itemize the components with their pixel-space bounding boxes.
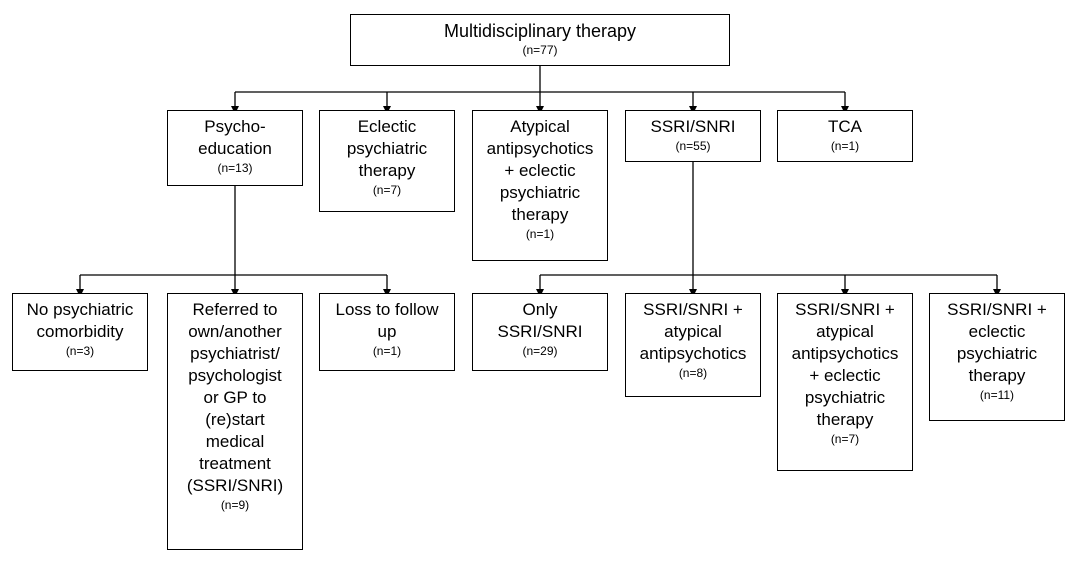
node-label: No psychiatric comorbidity: [26, 300, 134, 341]
node-count: (n=7): [830, 432, 860, 446]
node-count: (n=7): [372, 183, 402, 197]
node-label: Psycho- education: [198, 117, 272, 158]
node-count: (n=11): [979, 388, 1015, 402]
node-count: (n=1): [525, 227, 555, 241]
node-count: (n=3): [65, 344, 95, 358]
node-label: Eclectic psychiatric therapy: [346, 117, 428, 180]
node-eclectic-psychiatric-therapy: Eclectic psychiatric therapy (n=7): [319, 110, 455, 212]
node-count: (n=9): [220, 498, 250, 512]
node-referred-to-psychiatrist: Referred to own/another psychiatrist/ ps…: [167, 293, 303, 550]
node-label: Multidisciplinary therapy: [443, 21, 637, 41]
node-psychoeducation: Psycho- education (n=13): [167, 110, 303, 186]
node-count: (n=55): [675, 139, 711, 153]
node-multidisciplinary-therapy: Multidisciplinary therapy (n=77): [350, 14, 730, 66]
node-label: Referred to own/another psychiatrist/ ps…: [186, 300, 284, 495]
node-label: Only SSRI/SNRI: [497, 300, 583, 341]
node-ssri-eclectic-therapy: SSRI/SNRI + eclectic psychiatric therapy…: [929, 293, 1065, 421]
node-label: TCA: [828, 117, 862, 136]
node-count: (n=1): [830, 139, 860, 153]
node-no-psychiatric-comorbidity: No psychiatric comorbidity (n=3): [12, 293, 148, 371]
node-tca: TCA (n=1): [777, 110, 913, 162]
node-count: (n=13): [217, 161, 253, 175]
node-only-ssri-snri: Only SSRI/SNRI (n=29): [472, 293, 608, 371]
node-ssri-atypical-antipsychotics: SSRI/SNRI + atypical antipsychotics (n=8…: [625, 293, 761, 397]
node-count: (n=77): [522, 43, 558, 57]
node-ssri-atypical-eclectic: SSRI/SNRI + atypical antipsychotics + ec…: [777, 293, 913, 471]
node-atypical-antipsychotics-eclectic: Atypical antipsychotics + eclectic psych…: [472, 110, 608, 261]
node-label: Atypical antipsychotics + eclectic psych…: [486, 117, 594, 224]
node-label: SSRI/SNRI + eclectic psychiatric therapy: [947, 300, 1047, 385]
node-label: SSRI/SNRI + atypical antipsychotics + ec…: [791, 300, 899, 429]
node-loss-to-follow-up: Loss to follow up (n=1): [319, 293, 455, 371]
node-count: (n=1): [372, 344, 402, 358]
node-label: SSRI/SNRI: [650, 117, 736, 136]
node-count: (n=8): [678, 366, 708, 380]
node-label: Loss to follow up: [335, 300, 439, 341]
node-ssri-snri: SSRI/SNRI (n=55): [625, 110, 761, 162]
node-count: (n=29): [522, 344, 558, 358]
node-label: SSRI/SNRI + atypical antipsychotics: [639, 300, 747, 363]
